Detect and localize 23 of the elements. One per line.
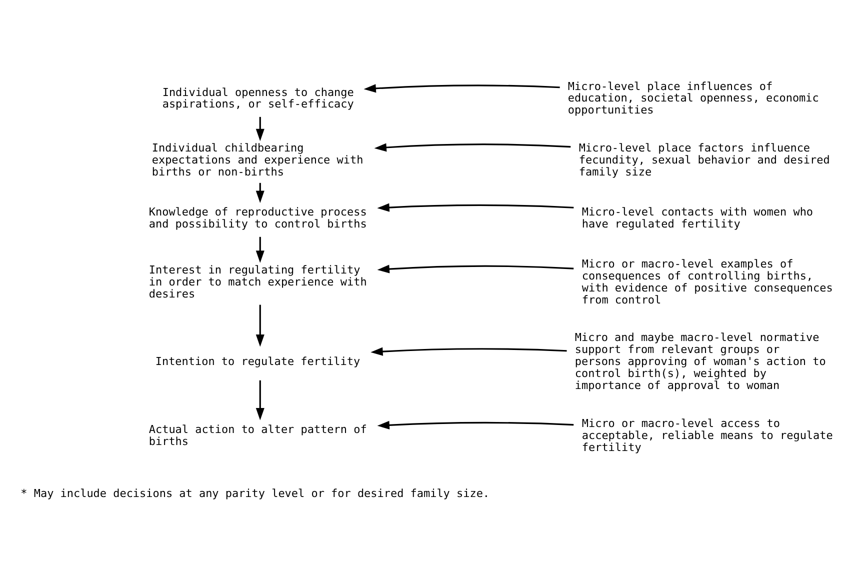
node-text: Intention to regulate fertility xyxy=(155,354,360,368)
node-text: Micro and maybe macro-level normative support from relevant groups or persons approving of woman's action to control birth(s), weighted by importance of approval to woman xyxy=(574,330,826,392)
node-text: Micro-level place factors influence fecundity, sexual behavior and desired family size xyxy=(578,141,830,178)
arrow xyxy=(256,380,264,420)
arrow xyxy=(256,304,264,346)
node-text: Knowledge of reproductive process and possibility to control births xyxy=(148,204,367,230)
node-text: Micro-level place influences of education, societal openness, economic opportunities xyxy=(568,79,819,116)
arrow xyxy=(370,346,567,356)
node-text: Interest in regulating fertility in order to match experience with desires xyxy=(148,262,367,300)
node-text: Micro-level contacts with women who have regulated fertility xyxy=(582,204,814,230)
arrow xyxy=(377,420,574,429)
label: * May include decisions at any parity level or for desired family size. xyxy=(20,486,490,500)
node-text: Individual openness to change aspirations, or self-efficacy xyxy=(162,85,354,110)
arrow xyxy=(256,116,264,141)
arrow xyxy=(364,84,560,92)
arrow xyxy=(256,236,264,262)
node-text: Micro or macro-level examples of consequences of controlling births, with evidence of positive consequences from control xyxy=(582,256,833,306)
node-text: Actual action to alter pattern of births xyxy=(148,422,367,448)
node-text: Individual childbearing expectations and experience with births or non-births xyxy=(152,141,364,178)
node-text: Micro or macro-level access to acceptable, reliable means to regulate fertility xyxy=(582,416,833,454)
arrow xyxy=(377,202,574,212)
arrow xyxy=(377,264,574,273)
arrow xyxy=(374,142,571,152)
